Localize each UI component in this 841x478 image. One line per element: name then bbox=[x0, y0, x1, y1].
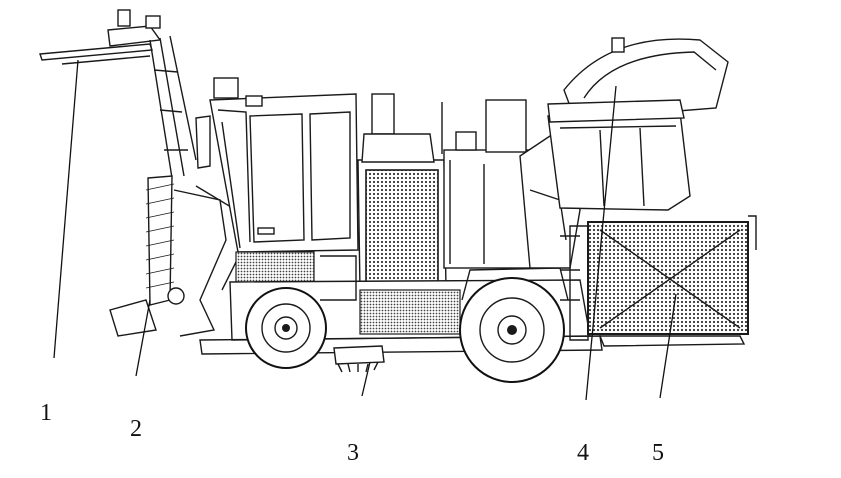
callout-3: 3 bbox=[347, 440, 359, 466]
rear-wheel bbox=[459, 267, 569, 383]
leader-5 bbox=[659, 293, 677, 399]
leader-2 bbox=[135, 299, 151, 377]
leader-1 bbox=[53, 59, 79, 359]
leader-3 bbox=[361, 361, 371, 397]
base-cutter bbox=[333, 345, 385, 373]
engine-housing bbox=[357, 93, 533, 291]
trash-cage bbox=[560, 215, 757, 347]
operator-cab bbox=[195, 77, 359, 283]
callout-labels: 1 2 3 4 5 bbox=[40, 400, 664, 466]
crop-divider bbox=[109, 175, 243, 337]
callout-4: 4 bbox=[577, 440, 589, 466]
topper-arm bbox=[39, 9, 197, 179]
front-wheel bbox=[245, 287, 327, 369]
callout-1: 1 bbox=[40, 400, 52, 426]
extractor-hood bbox=[547, 37, 729, 211]
leader-4 bbox=[585, 85, 617, 401]
callout-2: 2 bbox=[130, 416, 142, 442]
leader-lines bbox=[53, 59, 677, 401]
callout-5: 5 bbox=[652, 440, 664, 466]
